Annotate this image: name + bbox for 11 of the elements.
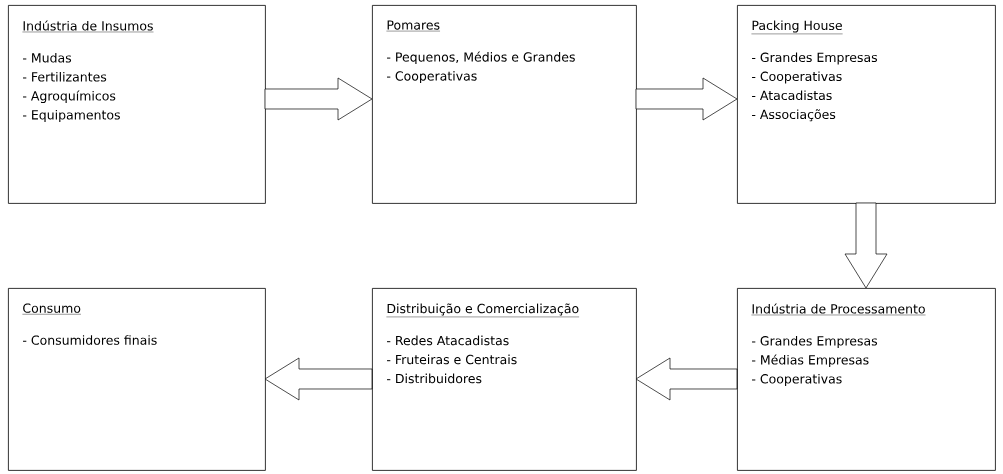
process-box: Indústria de Processamento - Grandes Empresas - Médias Empresas - Cooperativas — [737, 288, 996, 471]
block-arrow — [635, 357, 738, 401]
process-box: Packing House - Grandes Empresas - Cooperativas - Atacadistas - Associações — [737, 5, 996, 204]
process-box: Distribuição e Comercialização - Redes Atacadistas - Fruteiras e Centrais - Distribuidores — [372, 288, 637, 471]
process-box: Consumo - Consumidores finais — [8, 288, 266, 471]
process-box: Indústria de Insumos - Mudas - Fertilizantes - Agroquímicos - Equipamentos — [8, 5, 266, 204]
process-box: Pomares - Pequenos, Médios e Grandes - Cooperativas — [372, 5, 637, 204]
block-arrow — [264, 357, 373, 401]
block-arrow — [635, 77, 738, 121]
block-arrow — [264, 77, 373, 121]
block-arrow — [844, 202, 888, 289]
